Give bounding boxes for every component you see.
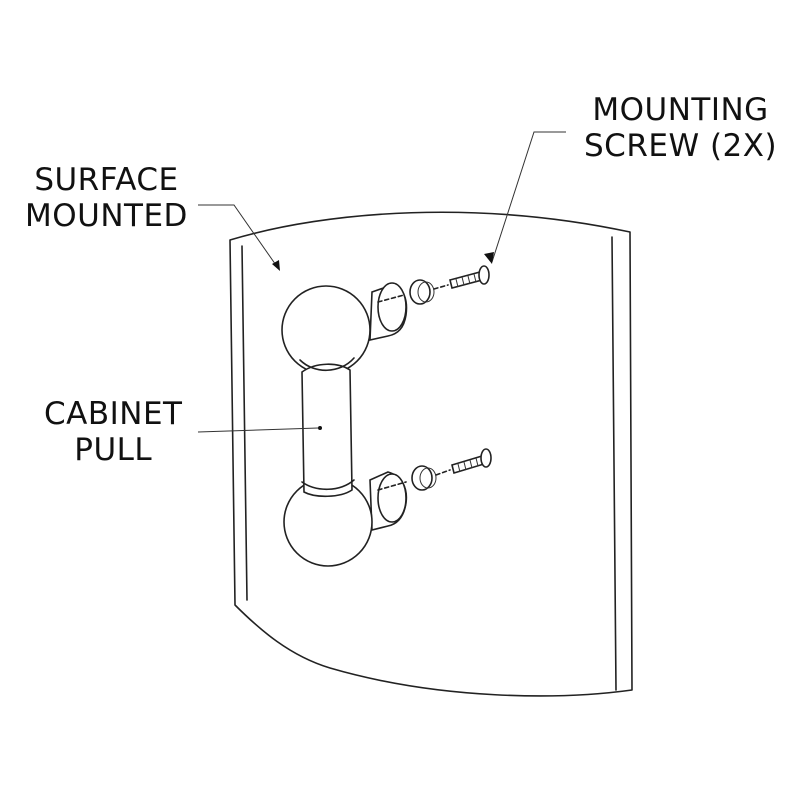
leader-cabinet-pull xyxy=(197,426,322,433)
label-cabinet-pull: CABINET PULL xyxy=(44,396,182,468)
leader-surface-mounted xyxy=(198,204,280,271)
label-mounting-screw: MOUNTING SCREW (2X) xyxy=(584,92,777,164)
bottom-spacer xyxy=(411,465,437,491)
label-cabinet-pull-line1: CABINET xyxy=(44,396,183,432)
top-spacer xyxy=(409,279,435,305)
top-screw xyxy=(377,265,490,303)
pull-top-end xyxy=(281,282,408,375)
label-cabinet-pull-line2: PULL xyxy=(74,432,153,468)
label-mounting-screw-line1: MOUNTING xyxy=(592,92,769,128)
label-mounting-screw-line2: SCREW (2X) xyxy=(584,128,778,164)
leader-mounting-screw xyxy=(484,131,566,264)
pull-bottom-end xyxy=(283,471,408,567)
label-surface-mounted-line2: MOUNTED xyxy=(25,198,188,234)
surface-panel xyxy=(229,211,633,697)
bottom-screw xyxy=(377,448,492,491)
pull-bar xyxy=(299,357,355,498)
label-surface-mounted-line1: SURFACE xyxy=(34,162,179,198)
label-surface-mounted: SURFACE MOUNTED xyxy=(25,162,188,234)
